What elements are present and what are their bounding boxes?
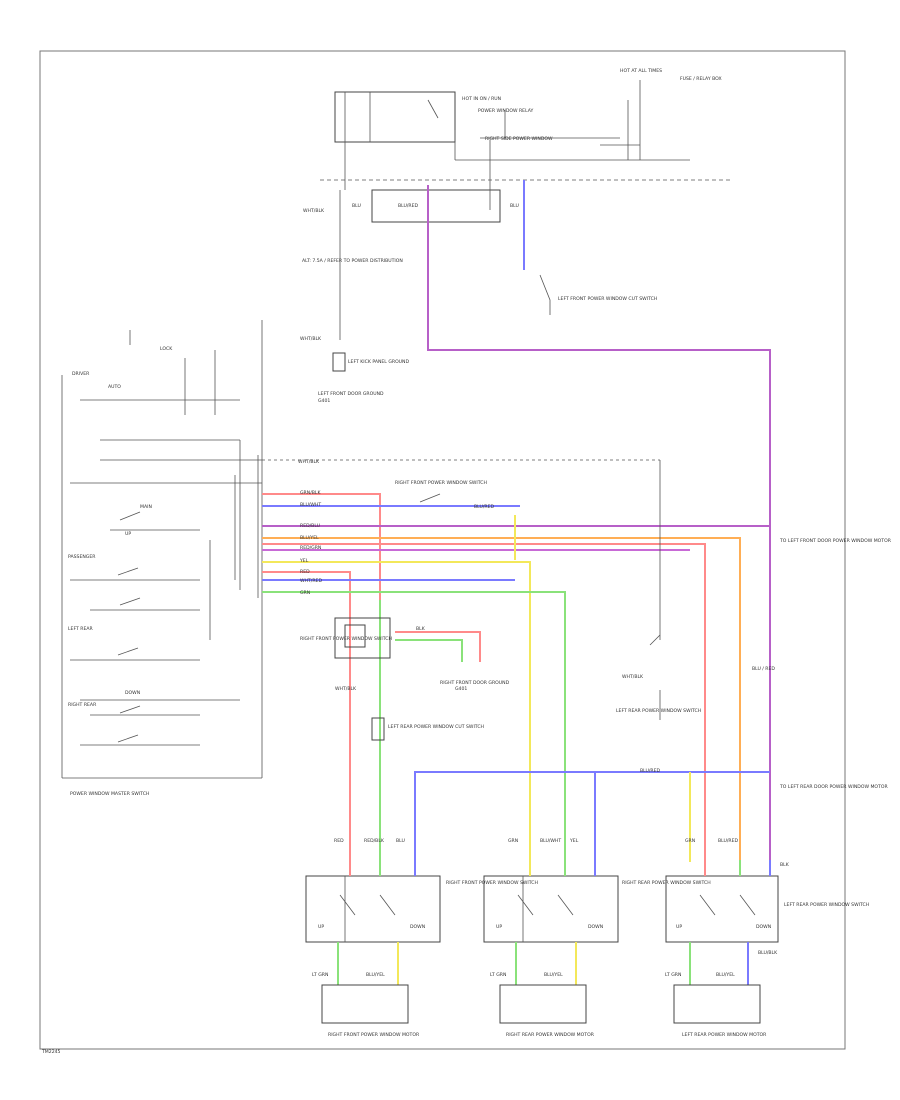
label-up-1: UP bbox=[318, 924, 324, 930]
label-blu-yel-2: BLU/YEL bbox=[544, 972, 563, 978]
label-left-rear-motor: LEFT REAR POWER WINDOW MOTOR bbox=[682, 1032, 767, 1038]
label-blu: BLU bbox=[352, 203, 361, 209]
label-sw-right-rear: RIGHT REAR bbox=[68, 702, 97, 708]
label-up-2: UP bbox=[496, 924, 502, 930]
label-wht-blk-ground: WHT/BLK bbox=[300, 336, 322, 342]
label-sw-down: DOWN bbox=[125, 690, 140, 696]
label-blu-red: BLU/RED bbox=[398, 203, 418, 209]
label-red: RED bbox=[300, 569, 310, 575]
wire-purple-top bbox=[427, 185, 771, 862]
label-grn-r: GRN bbox=[685, 838, 695, 844]
label-sw-left-rear: LEFT REAR bbox=[68, 626, 94, 632]
label-fuse-box: FUSE / RELAY BOX bbox=[680, 76, 722, 82]
label-right-front-sw: RIGHT FRONT POWER WINDOW SWITCH bbox=[446, 880, 538, 886]
wire-red-b bbox=[262, 571, 351, 862]
wire-pink-a bbox=[262, 543, 706, 862]
right-front-motor bbox=[321, 984, 409, 1024]
wire-blue-lower bbox=[414, 771, 770, 862]
label-blu-wht-l: BLU/WHT bbox=[540, 838, 561, 844]
label-blu-wht: BLU/WHT bbox=[300, 502, 321, 508]
label-hot-in-on: HOT IN ON / RUN bbox=[462, 96, 501, 102]
label-blu-yel-1: BLU/YEL bbox=[366, 972, 385, 978]
label-red-blk: RED/BLK bbox=[364, 838, 385, 844]
label-blk: BLK bbox=[416, 626, 426, 632]
label-left-kick-ground: LEFT KICK PANEL GROUND bbox=[348, 359, 409, 365]
power-window-master-switch bbox=[61, 320, 263, 779]
label-grn-blk: GRN/BLK bbox=[300, 490, 321, 496]
label-down-2: DOWN bbox=[588, 924, 603, 930]
label-power-window-relay: POWER WINDOW RELAY bbox=[478, 108, 534, 114]
label-blu-r: BLU/RED bbox=[718, 838, 738, 844]
label-cut-switch: WHT/BLK bbox=[622, 674, 644, 680]
label-left-rear-cut: LEFT REAR POWER WINDOW SWITCH bbox=[616, 708, 701, 714]
label-sw-main: MAIN bbox=[140, 504, 152, 510]
label-lt-grn-2: LT GRN bbox=[490, 972, 506, 978]
label-to-left-front: TO LEFT FRONT DOOR POWER WINDOW MOTOR bbox=[779, 538, 892, 544]
label-blu-red2: BLU/RED bbox=[474, 504, 494, 510]
label-grn: GRN bbox=[300, 590, 310, 596]
label-hot-at-all: HOT AT ALL TIMES bbox=[620, 68, 662, 74]
label-wht-blk-a: WHT/BLK bbox=[303, 208, 325, 214]
label-blu-top: BLU bbox=[510, 203, 519, 209]
label-under-dash: ALT: 7.5A / REFER TO POWER DISTRIBUTION bbox=[302, 258, 403, 264]
wire-yellow-a bbox=[262, 561, 531, 862]
wire-green-mid bbox=[395, 639, 463, 662]
label-sw-passenger: PASSENGER bbox=[68, 554, 96, 560]
label-up-3: UP bbox=[676, 924, 682, 930]
label-ground-left: LEFT FRONT DOOR GROUND bbox=[318, 391, 384, 397]
label-wht-blk-c: WHT/BLK bbox=[298, 459, 320, 465]
label-blu-right: BLU / RED bbox=[752, 666, 775, 672]
label-right-rear-motor: RIGHT REAR POWER WINDOW MOTOR bbox=[506, 1032, 595, 1038]
label-right-rear-switch-box: LEFT REAR POWER WINDOW CUT SWITCH bbox=[388, 724, 484, 730]
label-relay-pins: RIGHT SIDE POWER WINDOW bbox=[485, 136, 553, 142]
right-front-power-window-switch bbox=[305, 860, 441, 943]
wire-orange-a bbox=[262, 537, 741, 862]
label-down-3: DOWN bbox=[756, 924, 771, 930]
label-lt-grn-3: LT GRN bbox=[665, 972, 681, 978]
label-blu-yel-3: BLU/YEL bbox=[716, 972, 735, 978]
label-lt-grn-1: LT GRN bbox=[312, 972, 328, 978]
label-sw-up: UP bbox=[125, 531, 131, 537]
figure-code: TM2245 bbox=[41, 1049, 61, 1055]
label-left-front-pw-junction: LEFT FRONT POWER WINDOW CUT SWITCH bbox=[558, 296, 657, 302]
label-master-switch: POWER WINDOW MASTER SWITCH bbox=[70, 791, 149, 797]
label-red-l: RED bbox=[334, 838, 344, 844]
label-to-ground: G401 bbox=[455, 686, 467, 692]
label-grn-l: GRN bbox=[508, 838, 518, 844]
label-blu-blk: BLU/BLK bbox=[758, 950, 778, 956]
label-sw-driver: DRIVER bbox=[72, 371, 90, 377]
wire-red-mid bbox=[395, 631, 481, 662]
diagram-frame bbox=[39, 50, 846, 1050]
label-wht-red: WHT/RED bbox=[300, 578, 322, 584]
label-red-grn: RED/GRN bbox=[300, 545, 321, 551]
label-down-1: DOWN bbox=[410, 924, 425, 930]
label-blu-yel: BLU/YEL bbox=[300, 535, 319, 541]
label-right-front-motor: RIGHT FRONT POWER WINDOW MOTOR bbox=[328, 1032, 420, 1038]
label-red-blu: RED/BLU bbox=[300, 523, 320, 529]
label-right-front-switch2: RIGHT FRONT POWER WINDOW SWITCH bbox=[300, 636, 392, 642]
left-rear-power-window-switch bbox=[665, 860, 779, 943]
label-lock: LOCK bbox=[160, 346, 173, 352]
label-wht-blk-mid: WHT/BLK bbox=[335, 686, 357, 692]
label-blu-arrow: BLU/RED bbox=[640, 768, 660, 774]
left-rear-motor bbox=[673, 984, 761, 1024]
label-right-door-ground: RIGHT FRONT DOOR GROUND bbox=[440, 680, 510, 686]
label-yel: YEL bbox=[299, 558, 309, 564]
label-left-rear-sw: LEFT REAR POWER WINDOW SWITCH bbox=[784, 902, 869, 908]
label-blu-l: BLU bbox=[396, 838, 405, 844]
label-ground-note: G401 bbox=[318, 398, 330, 404]
label-right-front-switch: RIGHT FRONT POWER WINDOW SWITCH bbox=[395, 480, 487, 486]
right-rear-power-window-switch bbox=[483, 860, 619, 943]
label-to-left-rear: TO LEFT REAR DOOR POWER WINDOW MOTOR bbox=[779, 784, 888, 790]
label-yel-l: YEL bbox=[569, 838, 579, 844]
right-rear-motor bbox=[499, 984, 587, 1024]
label-blk-r: BLK bbox=[780, 862, 790, 868]
wire-red-a bbox=[262, 493, 381, 600]
label-sw-auto: AUTO bbox=[108, 384, 121, 390]
